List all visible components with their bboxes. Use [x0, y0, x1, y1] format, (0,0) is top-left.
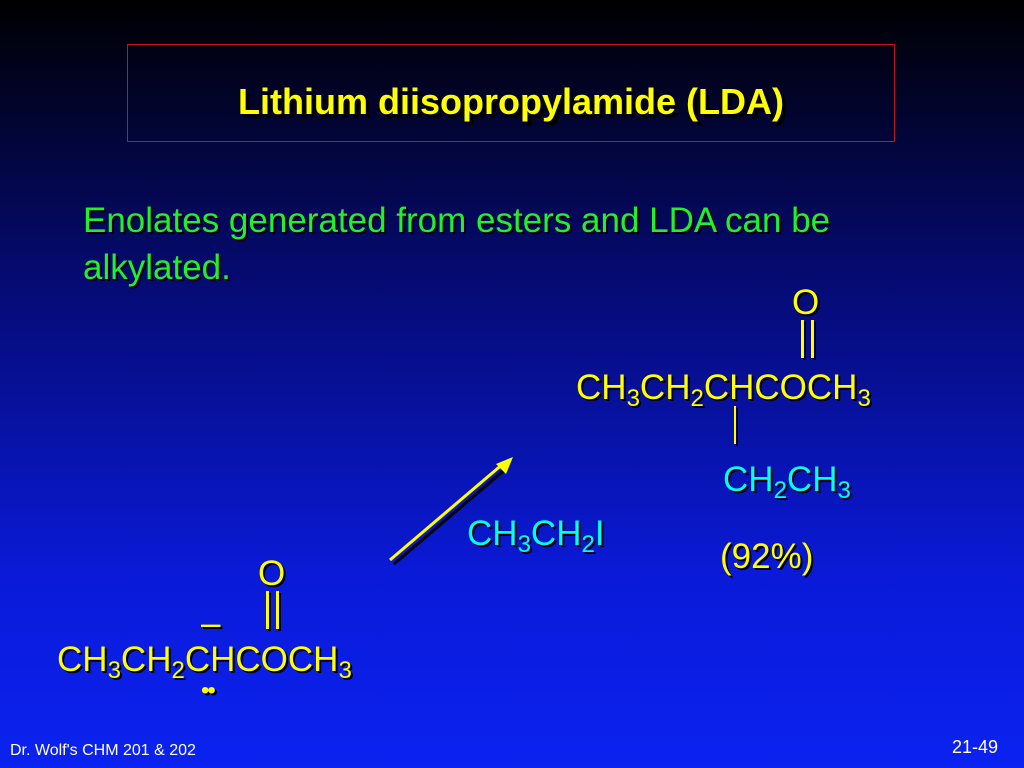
- product-single-bond: [734, 406, 736, 444]
- product-double-bond-line-1: [801, 320, 804, 358]
- reagent-ethyl-iodide: CH3CH2I: [467, 514, 605, 558]
- product-main-chain: CH3CH2CHCOCH3: [576, 368, 871, 412]
- reactant-oxygen: O: [258, 554, 286, 593]
- product-substituent: CH2CH3: [723, 460, 851, 504]
- product-oxygen: O: [792, 283, 820, 322]
- product-double-bond-line-2: [811, 320, 814, 358]
- reactant-double-bond-line-2: [276, 591, 279, 629]
- footer-course: Dr. Wolf's CHM 201 & 202: [10, 742, 196, 759]
- reaction-arrow: [389, 457, 513, 566]
- title-shadow: Lithium diisopropylamide (LDA): [242, 85, 788, 126]
- title-box: Lithium diisopropylamide (LDA) Lithium d…: [127, 44, 895, 142]
- reactant-lone-pair: ••: [201, 677, 216, 704]
- reactant-main-chain: CH3CH2CHCOCH3: [57, 640, 352, 684]
- slide-title: Lithium diisopropylamide (LDA): [238, 81, 784, 122]
- reactant-double-bond-line-1: [266, 591, 269, 629]
- body-text: Enolates generated from esters and LDA c…: [83, 201, 831, 287]
- product-yield: (92%): [720, 537, 814, 576]
- footer-slide-number: 21-49: [952, 737, 999, 757]
- reactant-negative-charge: –: [201, 604, 221, 643]
